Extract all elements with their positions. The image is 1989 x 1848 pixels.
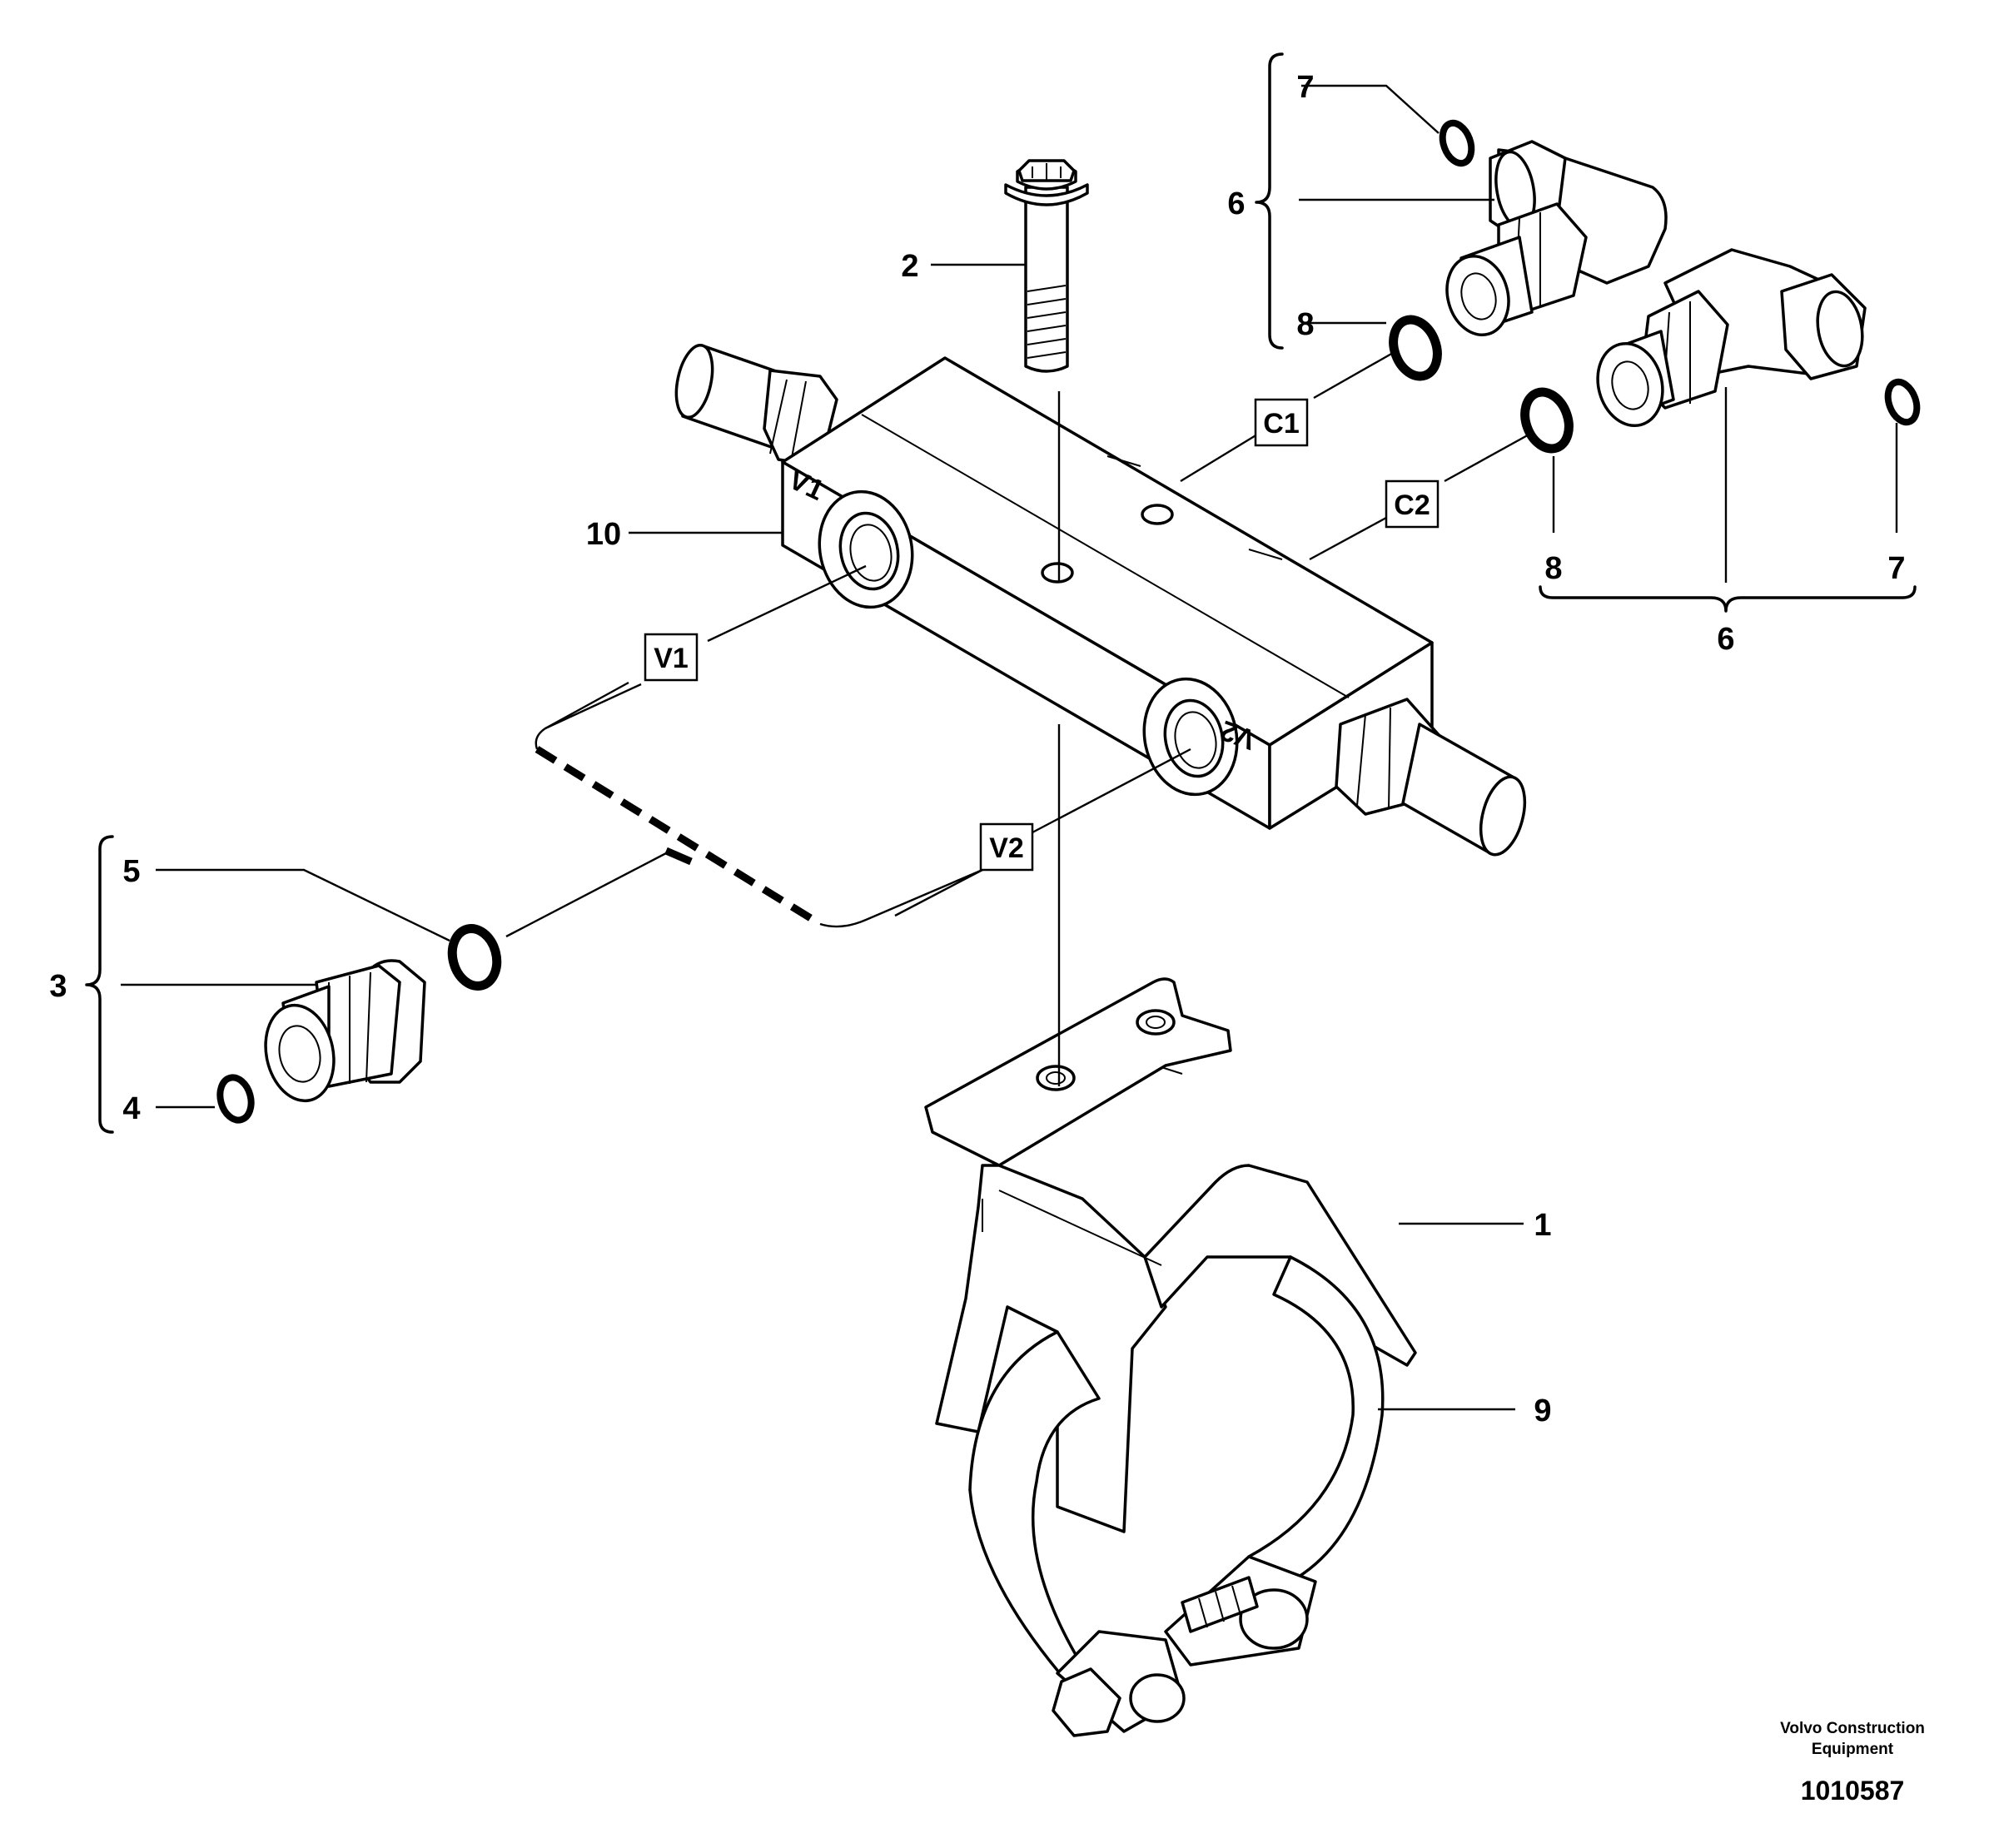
brace-group-3 bbox=[85, 835, 114, 1134]
o-ring-part-7-lower bbox=[1884, 378, 1921, 426]
svg-text:C2: C2 bbox=[1394, 489, 1430, 521]
leader-lines bbox=[121, 84, 1898, 1411]
o-ring-part-4 bbox=[216, 1074, 255, 1124]
callout-8-upper: 8 bbox=[1296, 307, 1314, 342]
callout-3: 3 bbox=[49, 969, 67, 1004]
callout-6-lower: 6 bbox=[1717, 622, 1734, 657]
callout-7-lower: 7 bbox=[1887, 551, 1905, 586]
bolt-part-2 bbox=[1004, 159, 1089, 373]
callout-7-upper: 7 bbox=[1296, 70, 1314, 105]
callout-5: 5 bbox=[122, 854, 140, 889]
callout-1: 1 bbox=[1534, 1208, 1551, 1243]
svg-text:V1: V1 bbox=[654, 643, 689, 674]
brace-group-6-upper bbox=[1255, 52, 1284, 350]
hose-clamp-part-9 bbox=[968, 1255, 1385, 1737]
elbow-fitting-part-6-lower bbox=[1596, 248, 1867, 428]
o-ring-part-7-upper bbox=[1439, 119, 1475, 167]
footer-company-line2: Equipment bbox=[1812, 1741, 1894, 1758]
valve-block-part-10 bbox=[674, 344, 1527, 857]
callout-4: 4 bbox=[122, 1091, 140, 1126]
footer-company-line1: Volvo Construction bbox=[1780, 1720, 1925, 1737]
fitting-part-3 bbox=[264, 959, 426, 1103]
brace-group-6-lower bbox=[1539, 585, 1917, 613]
svg-text:V2: V2 bbox=[989, 832, 1024, 864]
callout-6-upper: 6 bbox=[1227, 186, 1245, 221]
footer-drawing-number: 1010587 bbox=[1801, 1776, 1905, 1806]
o-ring-part-8-upper bbox=[1389, 315, 1442, 381]
callout-2: 2 bbox=[901, 249, 918, 284]
o-ring-part-5 bbox=[447, 924, 502, 991]
svg-text:C1: C1 bbox=[1263, 408, 1299, 440]
callout-8-lower: 8 bbox=[1544, 551, 1562, 586]
elbow-fitting-part-6-upper bbox=[1445, 140, 1668, 337]
port-label-c1: C1 bbox=[1254, 398, 1309, 447]
callout-10: 10 bbox=[586, 517, 621, 552]
port-label-c2: C2 bbox=[1385, 479, 1440, 529]
port-label-v2: V2 bbox=[979, 822, 1034, 872]
port-label-v1: V1 bbox=[644, 633, 699, 682]
callout-9: 9 bbox=[1534, 1393, 1551, 1428]
o-ring-part-8-lower bbox=[1520, 387, 1574, 454]
